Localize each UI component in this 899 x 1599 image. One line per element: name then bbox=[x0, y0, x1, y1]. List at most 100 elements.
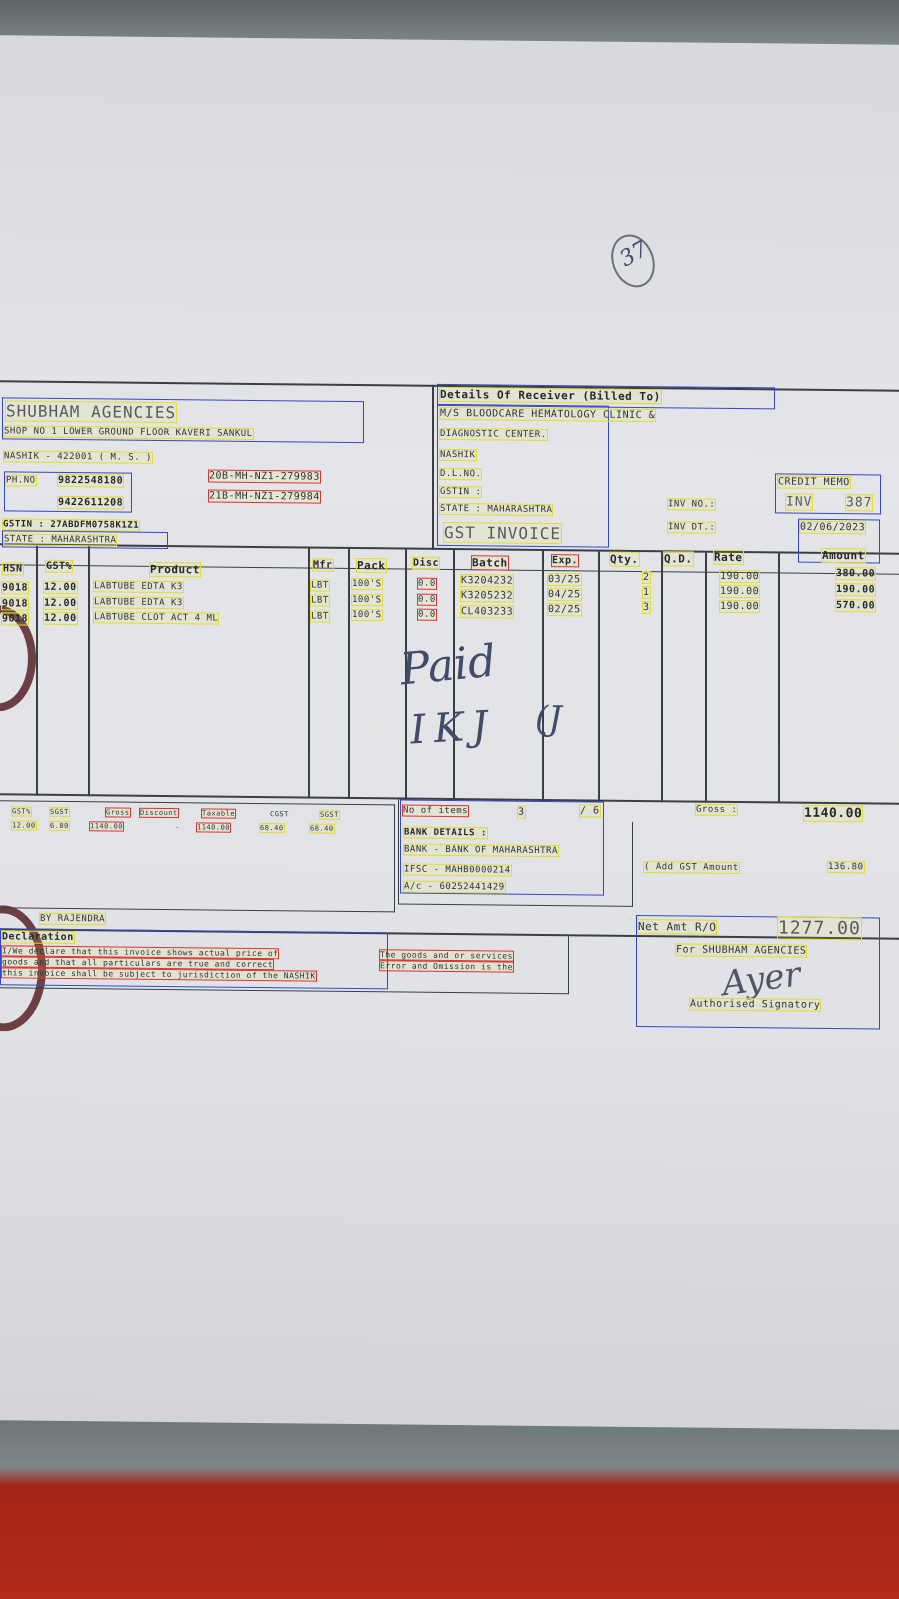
row2-product: LABTUBE EDTA K3 bbox=[93, 596, 184, 610]
prepared-by: BY RAJENDRA bbox=[38, 912, 107, 926]
receiver-name: M/S BLOODCARE HEMATOLOGY CLINIC & bbox=[438, 406, 657, 423]
supplier-name: SHUBHAM AGENCIES bbox=[4, 400, 178, 424]
header-qty: Qty. bbox=[609, 551, 640, 568]
tax-val-sgst2: 68.40 bbox=[309, 823, 335, 834]
col-line bbox=[778, 553, 780, 804]
col-line bbox=[308, 548, 310, 799]
row3-hsn: 9018 bbox=[0, 612, 30, 626]
tax-header-taxable: Taxable bbox=[200, 808, 237, 819]
row3-gst: 12.00 bbox=[43, 611, 78, 626]
receiver-gstin: GSTIN : bbox=[438, 485, 483, 499]
inv-label: INV bbox=[784, 493, 814, 511]
row3-mfr: LBT bbox=[310, 610, 330, 623]
row1-exp: 03/25 bbox=[547, 573, 582, 587]
tax-header-gst: GST% bbox=[11, 806, 32, 817]
tax-val-gross: 1140.00 bbox=[88, 821, 125, 832]
gst-amount-label: ( Add GST Amount bbox=[643, 860, 740, 875]
bank-name: BANK - BANK OF MAHARASHTRA bbox=[403, 843, 559, 858]
header-batch: Batch bbox=[471, 555, 509, 571]
handwritten-tick: (J bbox=[535, 698, 562, 740]
tax-val-sgst: 6.00 bbox=[49, 820, 70, 832]
col-line bbox=[705, 552, 707, 803]
tax-box-bottom bbox=[0, 907, 395, 913]
col-line bbox=[598, 551, 600, 802]
tax-box-top bbox=[0, 800, 395, 806]
declaration-box-right bbox=[568, 936, 569, 995]
header-hsn: HSN bbox=[2, 562, 24, 576]
row3-rate: 190.00 bbox=[718, 599, 761, 614]
bank-box-bottom bbox=[398, 903, 633, 907]
row1-amount: 380.00 bbox=[834, 567, 877, 581]
row1-disc: 0.0 bbox=[417, 577, 437, 590]
declaration-heading: Declaration bbox=[1, 930, 75, 945]
row2-amount: 190.00 bbox=[834, 583, 877, 597]
tax-box-right bbox=[394, 804, 395, 913]
drug-license-2: 21B-MH-NZ1-279984 bbox=[208, 489, 321, 504]
header-row-bottom bbox=[0, 564, 899, 575]
phone-2: 9422611208 bbox=[56, 495, 125, 510]
row1-qty: 2 bbox=[642, 571, 651, 585]
tax-header-sgst2: SGST bbox=[319, 809, 340, 820]
row3-amount: 570.00 bbox=[834, 599, 877, 613]
inv-dt-label: INV DT.: bbox=[666, 521, 717, 534]
invoice-date: 02/06/2023 bbox=[798, 520, 867, 535]
col-line bbox=[542, 550, 544, 801]
header-amount: Amount bbox=[821, 547, 866, 564]
gross-amount: 1140.00 bbox=[802, 804, 864, 823]
row1-hsn: 9018 bbox=[0, 581, 30, 595]
row2-disc: 0.0 bbox=[417, 593, 437, 606]
inv-no-label: INV NO.: bbox=[666, 498, 717, 511]
tax-val-discount: - bbox=[175, 823, 180, 832]
invoice-paper: 37 SHUBHAM AGENCIES SHOP NO 1 LOWER GROU… bbox=[0, 35, 899, 1430]
tax-header-gross: Gross bbox=[105, 807, 131, 818]
header-mfr: Mfr bbox=[312, 558, 334, 572]
row2-batch: K3205232 bbox=[459, 589, 515, 603]
header-qd: Q.D. bbox=[663, 551, 694, 567]
tax-val-gst: 12.00 bbox=[11, 820, 37, 831]
gst-amount: 136.80 bbox=[827, 860, 865, 874]
col-line bbox=[36, 545, 38, 796]
tax-header-sgst: SGST bbox=[49, 806, 70, 818]
row2-hsn: 9018 bbox=[0, 597, 30, 611]
bank-heading: BANK DETAILS : bbox=[403, 826, 488, 840]
row1-rate: 190.00 bbox=[718, 569, 761, 584]
row2-pack: 100'S bbox=[351, 593, 383, 607]
row3-pack: 100'S bbox=[351, 608, 383, 622]
row3-product: LABTUBE CLOT ACT 4 ML bbox=[92, 611, 220, 625]
row1-product: LABTUBE EDTA K3 bbox=[93, 580, 184, 594]
bank-box-left bbox=[398, 799, 399, 905]
bank-account: A/c - 60252441429 bbox=[403, 880, 506, 894]
supplier-state: STATE : MAHARASHTRA bbox=[2, 533, 118, 547]
net-amount: 1277.00 bbox=[777, 916, 862, 941]
row1-pack: 100'S bbox=[351, 577, 383, 591]
header-pack: Pack bbox=[356, 558, 387, 574]
row2-mfr: LBT bbox=[310, 594, 330, 607]
tax-val-cgst: 68.40 bbox=[259, 822, 285, 834]
row3-qty: 3 bbox=[642, 601, 651, 615]
row3-disc: 0.0 bbox=[417, 608, 437, 621]
row3-exp: 02/25 bbox=[547, 603, 582, 617]
header-gst: GST% bbox=[44, 559, 74, 574]
row2-rate: 190.00 bbox=[718, 584, 761, 599]
row1-batch: K3204232 bbox=[459, 574, 515, 588]
signature-label: Authorised Signatory bbox=[688, 997, 822, 1013]
handwritten-initials: IKJ bbox=[408, 702, 498, 754]
col-line bbox=[348, 548, 350, 799]
background-bottom bbox=[0, 1410, 899, 1599]
receiver-city: NASHIK bbox=[439, 448, 477, 462]
receiver-dl: D.L.NO. bbox=[438, 467, 483, 481]
header-product: Product bbox=[149, 561, 201, 578]
header-rate: Rate bbox=[713, 549, 744, 566]
credit-memo: CREDIT MEMO bbox=[777, 475, 851, 490]
inv-number: 387 bbox=[844, 494, 874, 512]
phone-label: PH.NO bbox=[5, 474, 37, 487]
phone-1: 9822548180 bbox=[56, 473, 125, 488]
receiver-heading: Details Of Receiver (Billed To) bbox=[439, 386, 662, 405]
tax-header-cgst: CGST bbox=[270, 810, 289, 819]
receiver-state: STATE : MAHARASHTRA bbox=[438, 502, 554, 517]
supplier-gstin: GSTIN : 27ABDFM0758K1Z1 bbox=[1, 518, 141, 532]
handwritten-paid: Paid bbox=[397, 635, 499, 696]
row1-mfr: LBT bbox=[310, 579, 330, 592]
row2-gst: 12.00 bbox=[43, 596, 78, 611]
tax-val-taxable: 1140.00 bbox=[195, 822, 232, 833]
